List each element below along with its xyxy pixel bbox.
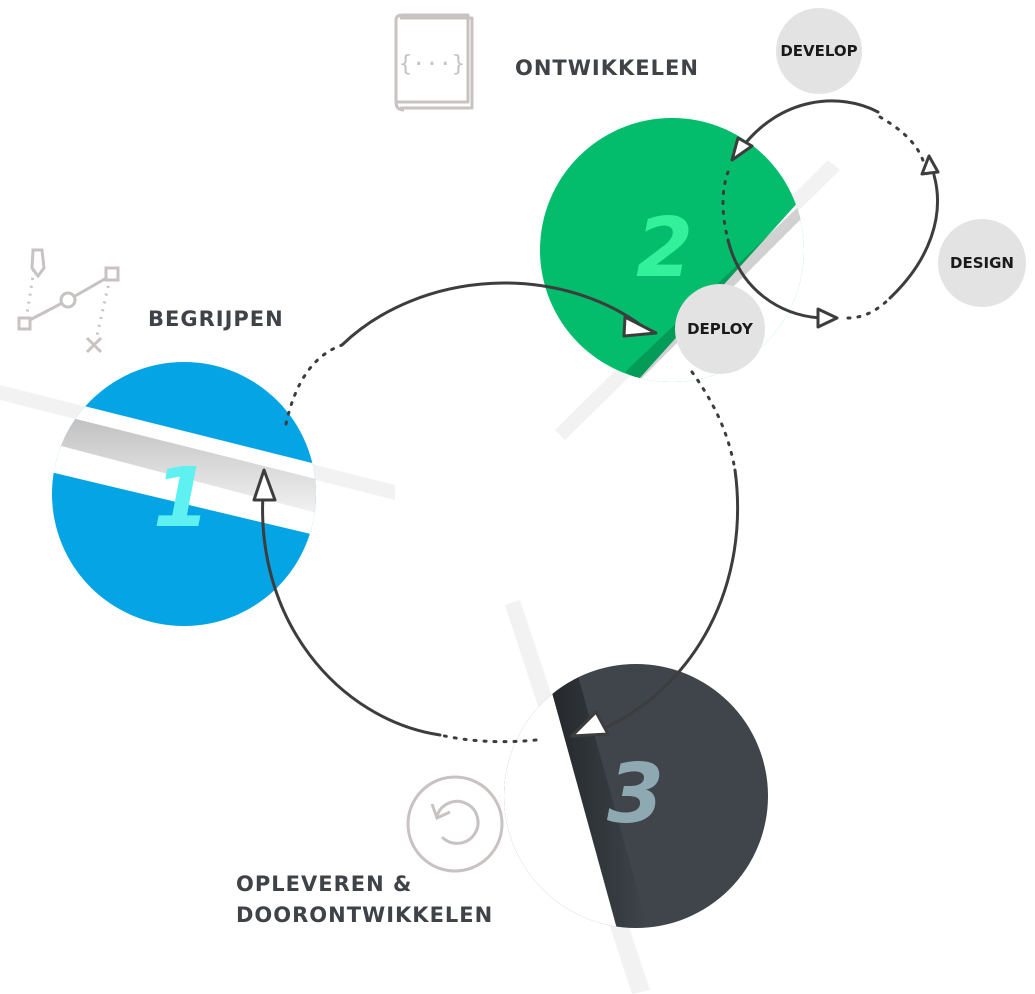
phase-3-label-line1: OPLEVEREN & [236, 872, 413, 896]
sub-cycle-arrowheads [730, 136, 940, 329]
vector-path-icon [17, 248, 120, 354]
svg-text:{···}: {···} [399, 52, 465, 77]
arrowhead-to-3 [570, 710, 610, 738]
phase-1-number: 1 [153, 451, 211, 546]
arrowhead-to-2 [622, 315, 658, 338]
deploy-bubble: DEPLOY [675, 284, 765, 374]
phase-1-label: BEGRIJPEN [148, 307, 284, 331]
code-scroll-icon: {···} [394, 13, 474, 112]
arrowhead-to-1 [252, 468, 277, 502]
phase-3-number: 3 [607, 747, 665, 842]
main-arrowheads [252, 315, 658, 738]
phase-2-number: 2 [636, 201, 694, 296]
main-cycle-arrows [261, 281, 740, 744]
phase-3-label-line2: DOORONTWIKKELEN [236, 903, 494, 927]
phase-2-label: ONTWIKKELEN [515, 56, 699, 80]
design-bubble: DESIGN [938, 219, 1026, 307]
refresh-icon [406, 775, 504, 873]
develop-bubble: DEVELOP [776, 8, 862, 94]
sub-cycle-arrows [721, 99, 939, 320]
